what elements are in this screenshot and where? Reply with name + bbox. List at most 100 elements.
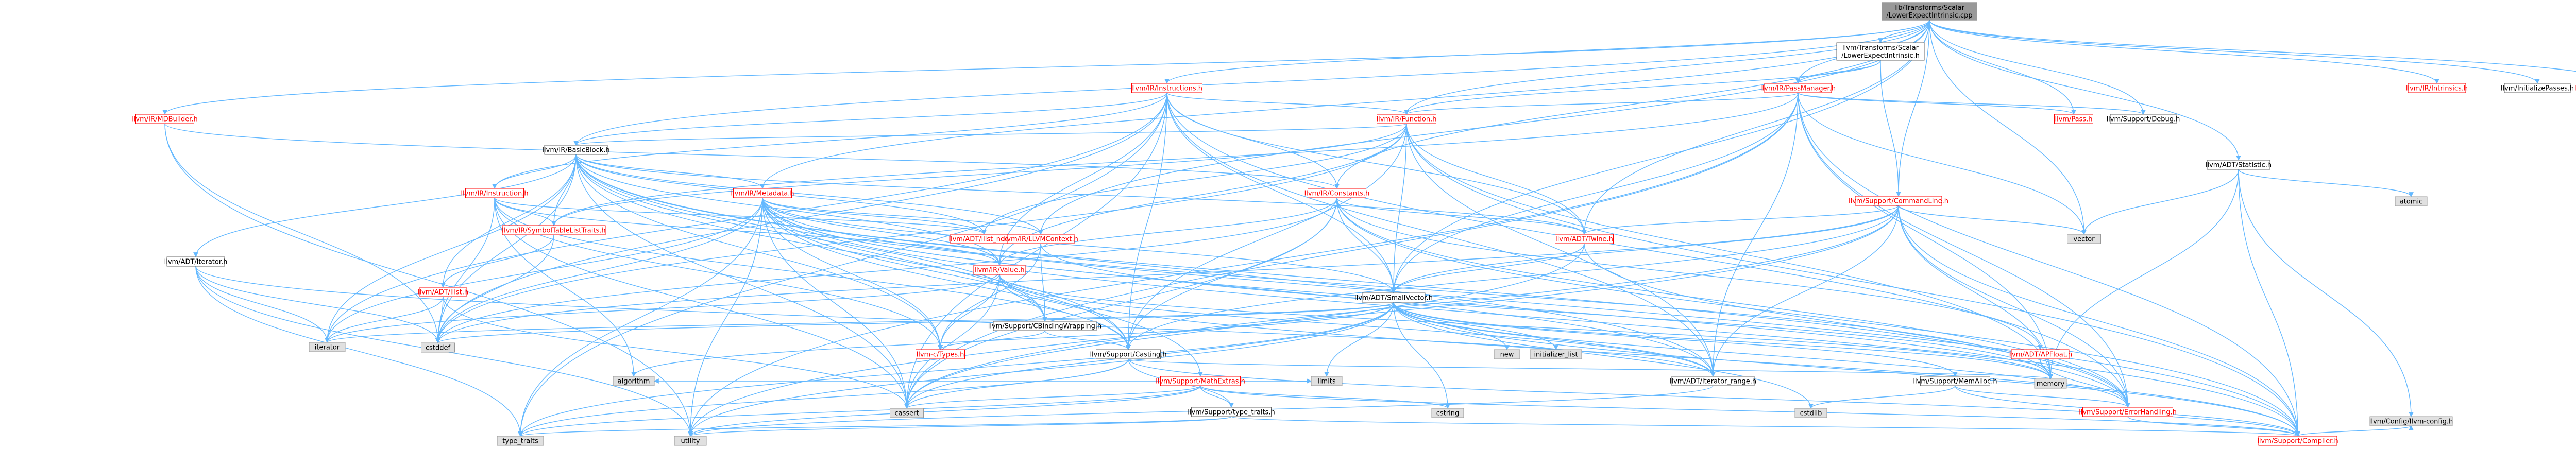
node-box-utility	[674, 436, 707, 446]
edge-function-to-smallvec	[1391, 123, 1407, 293]
node-value_h[interactable]: llvm/IR/Value.h	[973, 265, 1026, 275]
node-label-utility: utility	[681, 438, 700, 445]
node-simple_ilist[interactable]: llvm/ADT/ilist.h	[418, 287, 468, 297]
edge-pm_h-to-function	[1404, 92, 1799, 115]
node-box-casting	[1096, 349, 1161, 359]
edge-function-to-ilist_node	[981, 123, 1407, 235]
edge-metadata-to-utility	[688, 197, 763, 437]
node-symtrait[interactable]: llvm/IR/SymbolTableListTraits.h	[502, 225, 606, 235]
edge-mathextras-to-utility	[688, 385, 1201, 437]
node-lei_h[interactable]: llvm/Transforms/Scalar/LowerExpectIntrin…	[1836, 42, 1925, 61]
node-pass_h[interactable]: llvm/Pass.h	[2054, 114, 2093, 124]
node-memalloc[interactable]: llvm/Support/MemAlloc.h	[1913, 376, 1997, 386]
node-label-pass_h: llvm/Pass.h	[2055, 116, 2092, 124]
node-label-memory: memory	[2037, 381, 2065, 388]
edge-instructions-to-errh	[1166, 92, 2130, 408]
node-mathextras[interactable]: llvm/Support/MathExtras.h	[1156, 376, 1245, 386]
edge-smallvec-to-memalloc	[1393, 302, 1958, 377]
edge-constants-to-cassert	[904, 197, 1337, 409]
node-label-instruction: llvm/IR/Instruction.h	[461, 190, 528, 198]
node-intrinsics[interactable]: llvm/IR/Intrinsics.h	[2406, 83, 2468, 93]
node-tscalar[interactable]: llvm/Transforms/Scalar.h	[2575, 83, 2576, 93]
edge-adt_stat-to-memory	[2048, 169, 2239, 379]
node-metadata[interactable]: llvm/IR/Metadata.h	[731, 188, 794, 198]
edge-simple_ilist-to-cassert	[443, 296, 909, 409]
edge-root-to-cmdline	[1896, 20, 1930, 197]
node-twine[interactable]: llvm/ADT/Twine.h	[1555, 234, 1614, 244]
node-label-intrinsics: llvm/IR/Intrinsics.h	[2406, 85, 2468, 93]
edge-mathextras-to-type_traits	[518, 385, 1201, 437]
node-ilist_node[interactable]: llvm/ADT/ilist_node.h	[948, 234, 1020, 244]
node-instruction[interactable]: llvm/IR/Instruction.h	[461, 188, 529, 198]
edge-metadata-to-cbw	[762, 197, 1047, 322]
edge-instructions-to-constants	[1166, 92, 1340, 189]
node-label-lei_h: llvm/Transforms/Scalar	[1842, 44, 1919, 52]
node-apfloat[interactable]: llvm/ADT/APFloat.h	[2008, 349, 2072, 359]
edge-instructions-to-smallvec	[1166, 92, 1396, 293]
node-label-atomic: atomic	[2400, 198, 2422, 206]
edge-smallvec-to-cstdlib	[1393, 302, 1814, 409]
node-compiler[interactable]: llvm/Support/Compiler.h	[2257, 436, 2338, 446]
edge-root-to-pass_h	[1929, 20, 2076, 115]
edge-constants-to-cstddef	[435, 197, 1337, 343]
node-llvmconfig: llvm/Config/llvm-config.h	[2369, 416, 2453, 426]
node-initpasses[interactable]: llvm/InitializePasses.h	[2501, 83, 2574, 93]
node-cbw[interactable]: llvm/Support/CBindingWrapping.h	[988, 321, 1102, 331]
node-box-memory	[2034, 378, 2067, 389]
node-pm_h[interactable]: llvm/IR/PassManager.h	[1760, 83, 1836, 93]
node-label-typetraits_s: llvm/Support/type_traits.h	[1188, 409, 1275, 417]
node-cmdline[interactable]: llvm/Support/CommandLine.h	[1849, 196, 1948, 206]
node-adt_iter[interactable]: llvm/ADT/iterator.h	[164, 256, 228, 267]
edge-apfloat-to-memory	[2040, 358, 2053, 379]
node-function[interactable]: llvm/IR/Function.h	[1377, 114, 1437, 124]
node-box-instruction	[465, 188, 524, 198]
node-ctypes[interactable]: llvm-c/Types.h	[916, 349, 965, 359]
edge-adt_stat-to-vector	[2081, 169, 2239, 235]
node-casting[interactable]: llvm/Support/Casting.h	[1090, 349, 1167, 359]
edge-function-to-iter_range	[1406, 123, 1716, 377]
edge-instruction-to-algorithm	[494, 197, 636, 377]
node-iter_range[interactable]: llvm/ADT/iterator_range.h	[1670, 376, 1756, 386]
node-box-constants	[1308, 188, 1366, 198]
node-box-mathextras	[1160, 376, 1241, 386]
edge-pm_h-to-utility	[688, 92, 1799, 437]
node-adt_stat[interactable]: llvm/ADT/Statistic.h	[2206, 160, 2272, 170]
node-instructions[interactable]: llvm/IR/Instructions.h	[1131, 83, 1202, 93]
node-llvmctx[interactable]: llvm/IR/LLVMContext.h	[1003, 234, 1078, 244]
node-box-limits	[1311, 376, 1343, 386]
edge-instructions-to-instruction	[492, 92, 1167, 189]
node-errh[interactable]: llvm/Support/ErrorHandling.h	[2079, 407, 2177, 417]
node-label-cbw: llvm/Support/CBindingWrapping.h	[988, 323, 1102, 331]
node-debug[interactable]: llvm/Support/Debug.h	[2107, 114, 2180, 124]
node-root[interactable]: lib/Transforms/Scalar/LowerExpectIntrins…	[1882, 2, 1977, 21]
node-basicblock[interactable]: llvm/IR/BasicBlock.h	[542, 145, 610, 155]
edge-cmdline-to-smallvec	[1391, 205, 1899, 293]
node-box-function	[1377, 114, 1436, 124]
edge-metadata-to-value_h	[762, 197, 1002, 266]
edge-metadata-to-ctypes	[762, 197, 943, 350]
edge-root-to-initpasses	[1929, 20, 2540, 84]
node-label-memalloc: llvm/Support/MemAlloc.h	[1913, 378, 1997, 386]
node-mdbuilder[interactable]: llvm/IR/MDBuilder.h	[132, 114, 198, 124]
node-smallvec[interactable]: llvm/ADT/SmallVector.h	[1354, 292, 1433, 303]
node-box-metadata	[733, 188, 792, 198]
edge-function-to-memory	[1406, 123, 2053, 379]
node-label-errh: llvm/Support/ErrorHandling.h	[2079, 409, 2177, 417]
edge-smallvec-to-iterator	[325, 302, 1394, 343]
edge-twine-to-smallvec	[1391, 243, 1585, 293]
node-constants[interactable]: llvm/IR/Constants.h	[1304, 188, 1370, 198]
edge-adt_iter-to-type_traits	[195, 266, 523, 437]
edge-basicblock-to-llvmctx	[575, 154, 1043, 235]
edge-basicblock-to-value_h	[575, 154, 1002, 266]
node-label-smallvec: llvm/ADT/SmallVector.h	[1354, 295, 1433, 302]
edge-metadata-to-llvmctx	[762, 197, 1043, 235]
node-box-initpasses	[2504, 83, 2571, 93]
node-label-simple_ilist: llvm/ADT/ilist.h	[418, 289, 468, 297]
edge-root-to-basicblock	[573, 20, 1930, 146]
node-box-errh	[2082, 407, 2173, 417]
node-typetraits_s[interactable]: llvm/Support/type_traits.h	[1188, 407, 1275, 417]
node-type_traits: type_traits	[497, 436, 544, 446]
edge-basicblock-to-cassert	[575, 154, 909, 409]
node-box-atomic	[2395, 196, 2428, 206]
